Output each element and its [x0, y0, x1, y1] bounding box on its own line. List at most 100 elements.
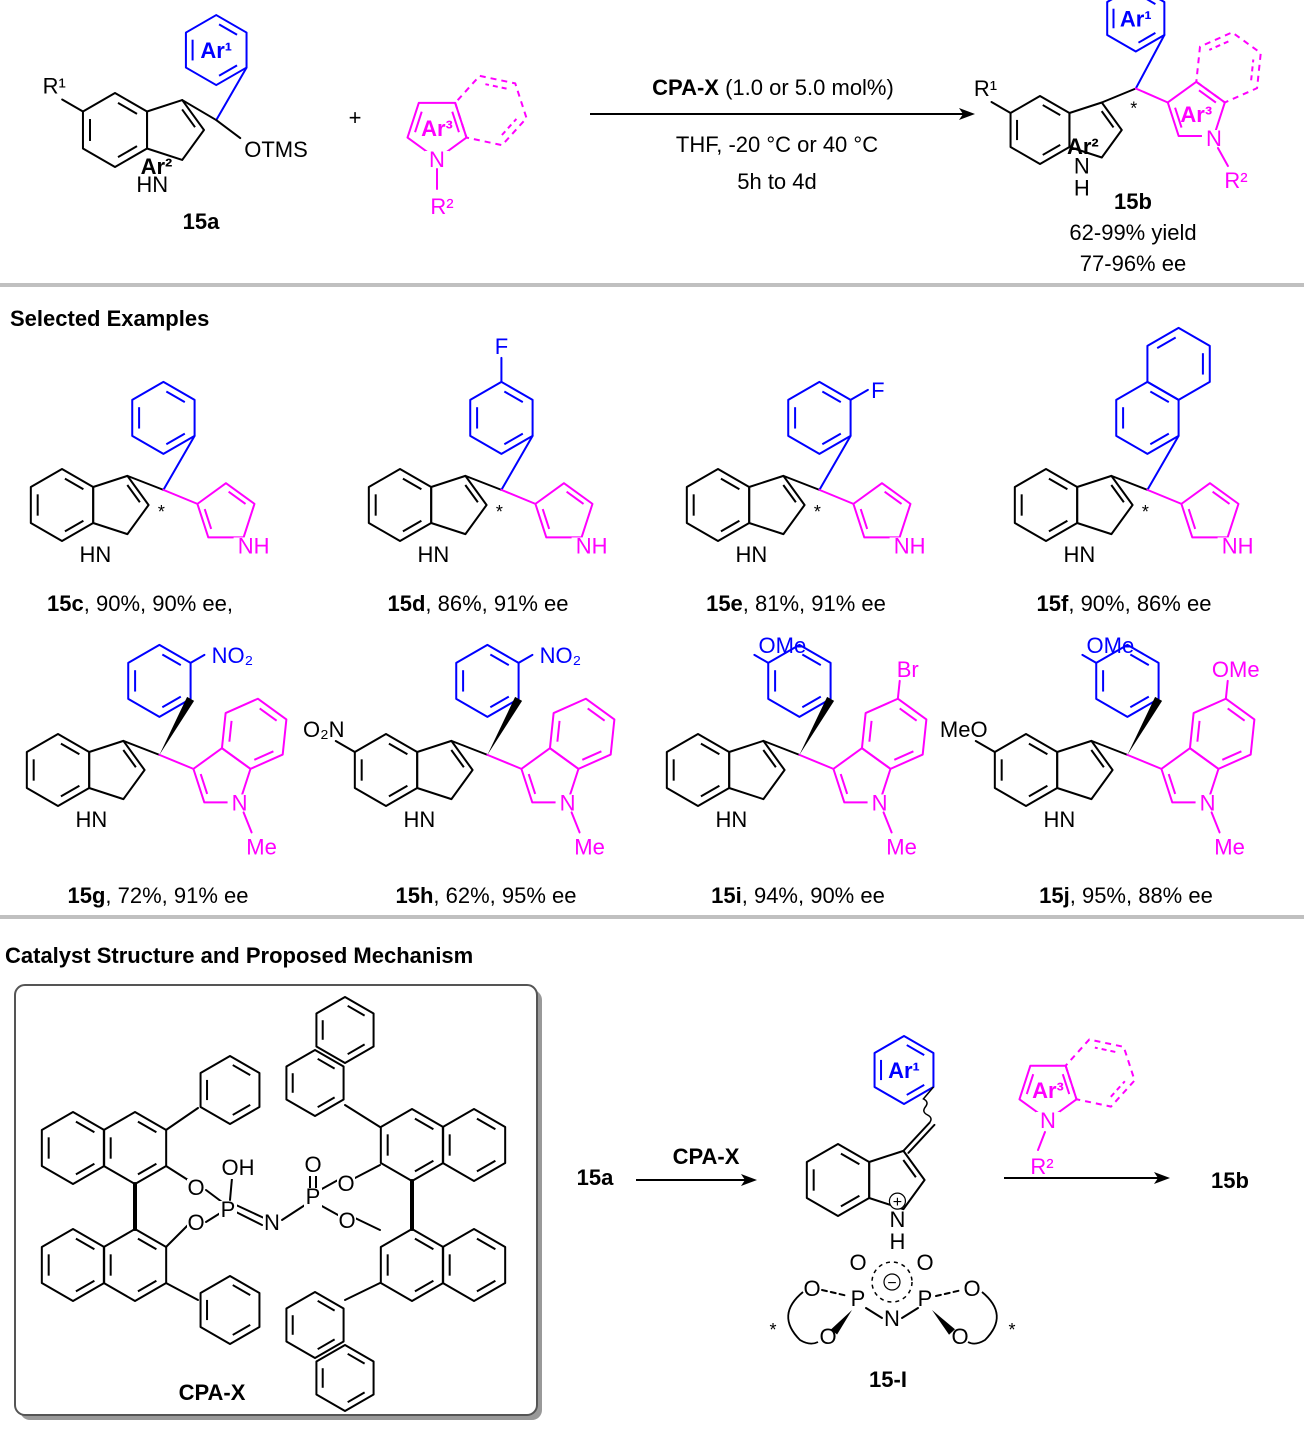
stereocenter-star: * [1142, 502, 1149, 522]
yield-ee: , 94%, 90% ee [742, 883, 885, 908]
ar3-label: Ar³ [1180, 102, 1212, 127]
n-label: N [1074, 154, 1090, 179]
mechanism-arrow-2 [1004, 1172, 1170, 1184]
wedge-bond [830, 1310, 852, 1335]
n-label: N [1206, 126, 1222, 151]
atom-label: O [187, 1210, 205, 1235]
catalyst-label: CPA-X [179, 1380, 246, 1405]
nh-label: NH [576, 533, 608, 558]
end-compound-label: 15b [1211, 1168, 1249, 1193]
aryl-ring [1115, 380, 1180, 455]
double-bond [218, 23, 238, 36]
ring-outline [665, 733, 731, 807]
atom-label: O [304, 1152, 322, 1177]
bond [158, 753, 195, 770]
bond [229, 1177, 233, 1201]
double-bond [1042, 104, 1061, 117]
ring-outline [406, 101, 468, 160]
double-bond [839, 773, 849, 795]
bond [181, 99, 218, 122]
indole-pyrrole-ring [832, 747, 892, 804]
indole-benzene [1013, 468, 1079, 542]
ring-outline [184, 14, 248, 87]
ar1-label: Ar¹ [1120, 6, 1152, 31]
ring-outline [1013, 468, 1079, 542]
h-label: H [889, 1229, 905, 1254]
methyl-label: Me [886, 834, 917, 859]
bond [901, 1307, 919, 1319]
ring-outline [220, 697, 288, 770]
yield-ee: , 90%, 90% ee, [84, 591, 233, 616]
phosphorus-label: P [221, 1197, 236, 1222]
bond [354, 1217, 381, 1231]
indole-benzo-ring [220, 697, 288, 770]
naphthyl-ring [285, 1291, 345, 1359]
n-label: N [1200, 790, 1216, 815]
bond [344, 1282, 381, 1301]
nucleophile-substituent-label: Br [897, 657, 919, 682]
bond [1210, 811, 1221, 834]
double-bond [137, 1279, 157, 1293]
nitrogen-label: N [263, 1210, 281, 1235]
indole-pyrrole [1056, 739, 1114, 801]
reagent-label: CPA-X [673, 1144, 740, 1169]
naphthyl-ring [315, 1344, 375, 1412]
double-bond [161, 653, 182, 667]
intermediate-label: 15-I [869, 1367, 907, 1392]
bond [354, 1164, 381, 1179]
nh-label: NH [571, 533, 612, 558]
ring-outline [127, 643, 192, 718]
bond [205, 1189, 223, 1203]
ring-outline [454, 74, 528, 147]
bond [865, 1307, 883, 1319]
double-bond [527, 773, 537, 795]
double-bond [232, 1323, 251, 1336]
compound-id: 15h [395, 883, 433, 908]
ring-outline [1115, 380, 1180, 455]
double-bond [476, 1159, 496, 1173]
double-bond [388, 784, 408, 798]
indole-pyrrole [92, 474, 150, 536]
double-bond [503, 390, 524, 404]
double-bond [232, 1103, 251, 1116]
phosphorus-label: P [219, 1197, 237, 1222]
indole-pyrrole [88, 739, 146, 801]
label-background [399, 811, 440, 832]
label-background [425, 151, 449, 171]
arrow-head [959, 108, 975, 120]
yield-ee: , 81%, 91% ee [743, 591, 886, 616]
atom-label: O [338, 1208, 355, 1233]
double-bond [122, 749, 137, 768]
phosphorus-label: P [851, 1286, 866, 1311]
bond [235, 1204, 265, 1219]
bond [762, 739, 801, 756]
ring-outline [199, 1275, 261, 1345]
label-background [964, 1280, 980, 1300]
double-bond [1061, 1073, 1071, 1095]
bond [1037, 1131, 1046, 1151]
double-bond [1149, 390, 1170, 404]
nh-label: HN [418, 542, 450, 567]
ring-outline [852, 482, 912, 539]
double-bond [489, 695, 510, 709]
ring-outline [534, 482, 594, 539]
indole-benzo-ring [548, 697, 616, 770]
ring-outline [285, 1049, 345, 1117]
bond [1090, 739, 1129, 756]
double-bond [476, 1237, 496, 1251]
indole-benzene [685, 468, 751, 542]
iminium-indole-benzene [805, 1143, 871, 1217]
bond [907, 1123, 936, 1154]
bond [165, 1224, 189, 1248]
ring-outline [192, 747, 252, 804]
double-bond [1208, 40, 1229, 51]
double-bond [464, 484, 479, 503]
atom-label: O [803, 1276, 820, 1301]
ring-outline [367, 468, 433, 542]
label-background [71, 811, 112, 832]
double-bond [801, 695, 822, 709]
label-background [413, 546, 454, 567]
hydroxyl-label: OH [222, 1155, 255, 1180]
ar3-ring [1018, 1064, 1078, 1121]
ring-outline [832, 747, 892, 804]
